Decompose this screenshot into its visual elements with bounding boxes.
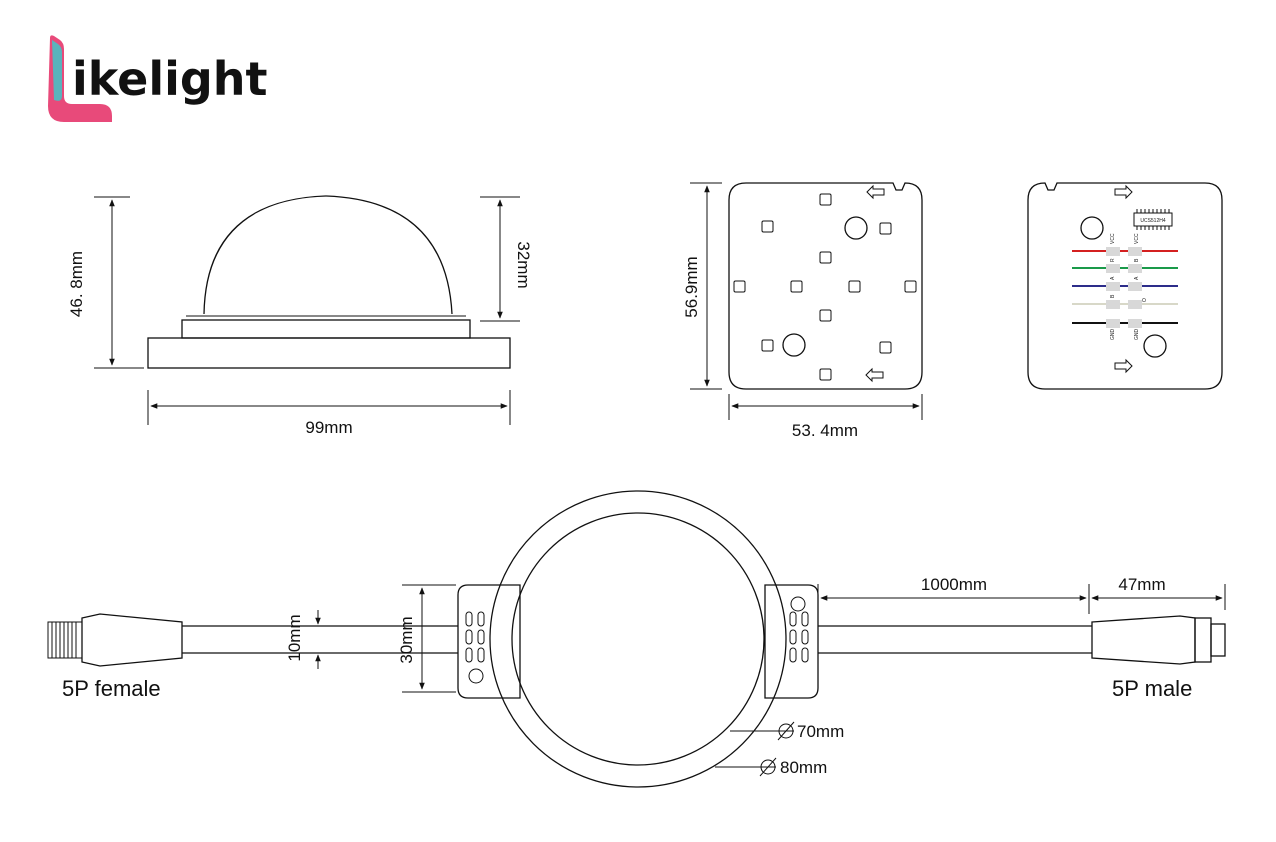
- male-connector-nut: [1194, 617, 1212, 663]
- base-plate: [147, 337, 511, 369]
- screw-hole: [468, 668, 484, 684]
- led-pads: [733, 193, 917, 381]
- female-connector-label: 5P female: [62, 676, 161, 701]
- ic-label: UCS512H4: [1140, 218, 1166, 224]
- pcb-back: UCS512H4 VCC R A B GND VCC B A O GND: [1027, 182, 1223, 390]
- arrow-left-icon: [866, 184, 885, 200]
- pcb-height-label: 56.9mm: [682, 256, 701, 317]
- pcb-back-outline: [1027, 182, 1223, 390]
- outer-diameter-label: 80mm: [780, 758, 827, 777]
- pcb-front-outline: [728, 182, 923, 390]
- arrow-left-icon: [865, 367, 884, 383]
- female-connector-body: [81, 613, 183, 667]
- logo-mark-icon: [48, 35, 112, 123]
- pin-labels-left: VCC R A B GND: [1110, 233, 1116, 340]
- svg-text:GND: GND: [1134, 329, 1140, 341]
- dome-height-label: 32mm: [514, 241, 533, 288]
- male-connector-body: [1091, 615, 1196, 665]
- svg-text:B: B: [1134, 258, 1140, 262]
- female-connector-thread: [47, 621, 83, 659]
- svg-text:A: A: [1134, 276, 1140, 280]
- pcb-front: 56.9mm 53. 4mm: [682, 182, 923, 440]
- screw-hole: [790, 596, 806, 612]
- diameter-icon: [760, 759, 776, 775]
- side-view: 46. 8mm 32mm 99mm: [67, 195, 533, 437]
- diameter-icon: [778, 723, 794, 739]
- cable-length-label: 1000mm: [921, 575, 987, 594]
- tab-slots-left: [465, 611, 485, 663]
- pin-labels-right: VCC B A O GND: [1134, 233, 1148, 340]
- male-connector-label: 5P male: [1112, 676, 1192, 701]
- svg-text:GND: GND: [1110, 329, 1116, 341]
- mount-hole: [1143, 334, 1167, 358]
- arrow-right-icon: [1114, 358, 1133, 374]
- height-label: 46. 8mm: [67, 251, 86, 317]
- brand-logo: ikelight: [48, 35, 268, 123]
- brand-name: ikelight: [72, 52, 268, 106]
- svg-text:R: R: [1110, 258, 1116, 262]
- svg-text:B: B: [1110, 294, 1116, 298]
- cable-diameter-label: 10mm: [285, 614, 304, 661]
- mount-hole: [1080, 216, 1104, 240]
- male-connector-tip: [1210, 623, 1226, 657]
- housing-tab-right: [764, 584, 819, 699]
- connector-length-label: 47mm: [1118, 575, 1165, 594]
- inner-ring: [511, 512, 765, 766]
- width-label: 99mm: [305, 418, 352, 437]
- svg-text:VCC: VCC: [1110, 233, 1116, 244]
- svg-text:O: O: [1142, 298, 1148, 302]
- mount-hole: [782, 333, 806, 357]
- arrow-right-icon: [1114, 184, 1133, 200]
- lens-dome: [203, 195, 453, 315]
- cable-view: 10mm 30mm 1000mm 47mm 70mm 80mm 5P femal…: [47, 490, 1226, 788]
- inner-diameter-label: 70mm: [797, 722, 844, 741]
- tab-slots-right: [789, 611, 809, 663]
- mount-hole: [844, 216, 868, 240]
- logo-mark-accent-icon: [52, 40, 62, 101]
- svg-text:A: A: [1110, 276, 1116, 280]
- solder-pads: [1106, 247, 1142, 328]
- svg-text:VCC: VCC: [1134, 233, 1140, 244]
- housing-tab-left: [457, 584, 521, 699]
- ic-pins: [1136, 209, 1170, 230]
- pcb-width-label: 53. 4mm: [792, 421, 858, 440]
- housing-height-label: 30mm: [397, 616, 416, 663]
- outer-ring: [489, 490, 787, 788]
- lens-ring: [181, 319, 471, 339]
